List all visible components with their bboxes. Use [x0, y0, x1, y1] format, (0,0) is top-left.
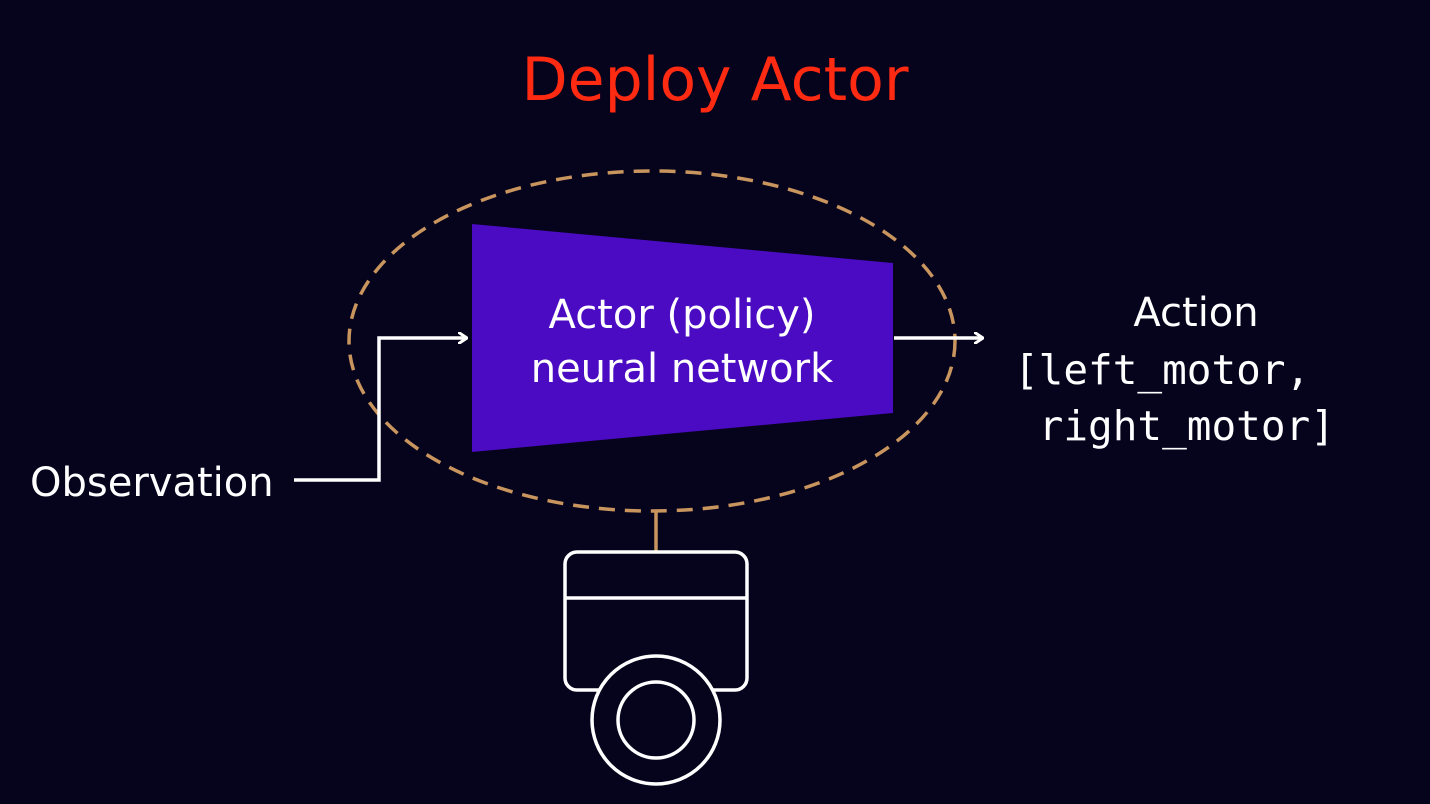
actor-label-line2: neural network: [531, 346, 834, 392]
actor-network-block: [472, 224, 893, 452]
action-vector-line2: right_motor]: [1014, 402, 1335, 450]
robot-icon: [563, 550, 749, 786]
slide-title: Deploy Actor: [521, 45, 908, 115]
observation-label: Observation: [30, 460, 274, 506]
action-label: Action: [1133, 290, 1258, 336]
actor-label-line1: Actor (policy): [549, 292, 816, 338]
observation-arrow: [294, 338, 466, 482]
deploy-boundary-ellipse: [347, 169, 957, 513]
action-vector-line1: [left_motor,: [1014, 346, 1310, 394]
